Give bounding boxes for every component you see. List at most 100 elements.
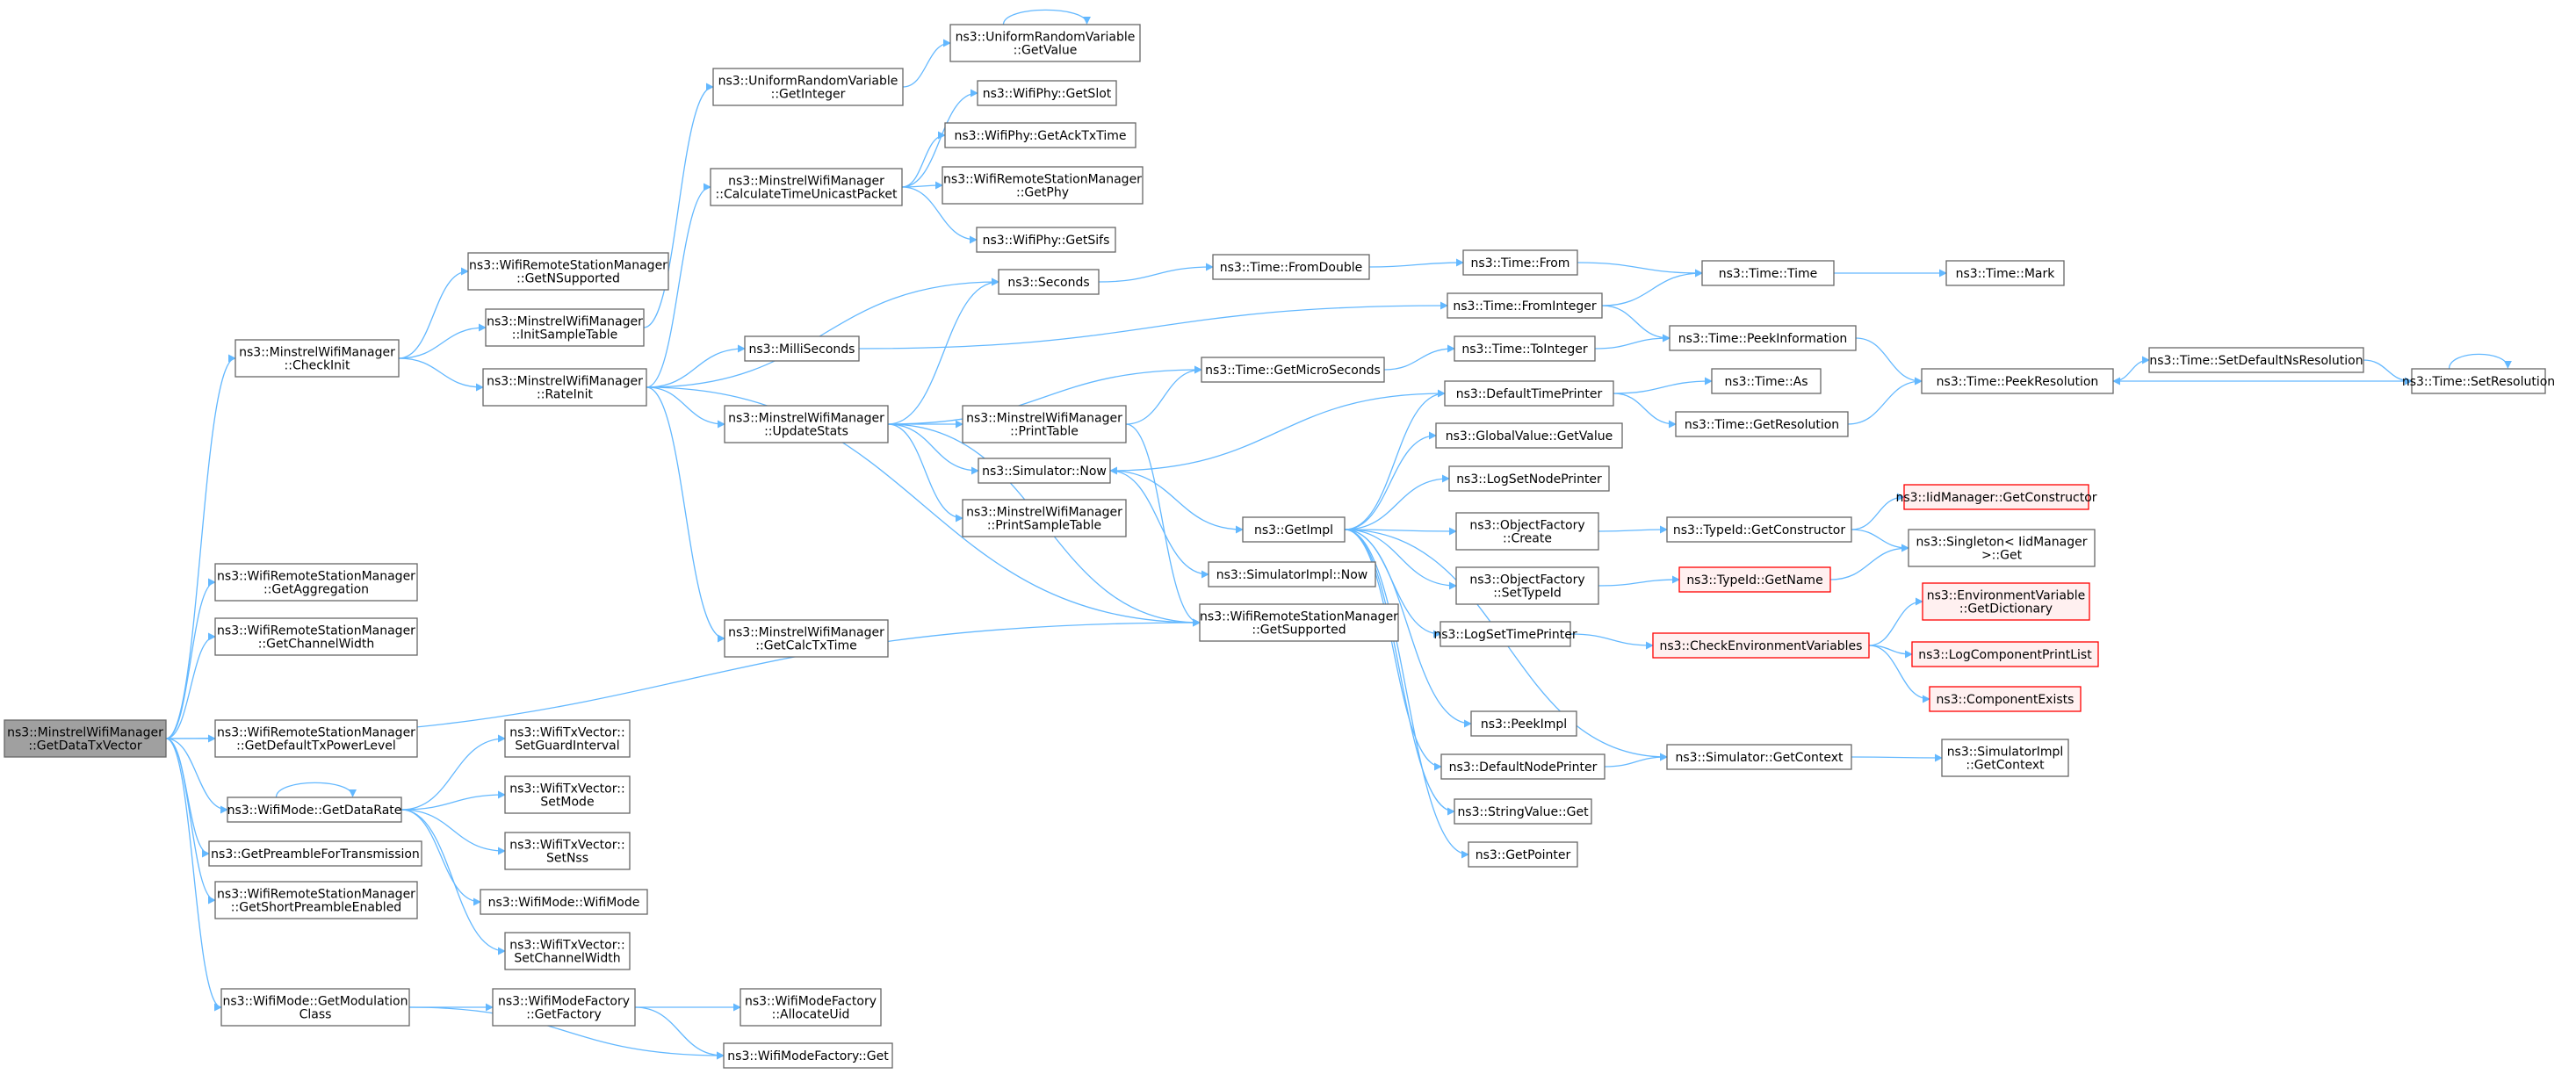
node-label: ns3::MinstrelWifiManager (728, 626, 884, 640)
node-millis[interactable]: ns3::MilliSeconds (744, 335, 860, 362)
node-getnsupp[interactable]: ns3::WifiRemoteStationManager::GetNSuppo… (467, 252, 669, 291)
node-typeidgetname[interactable]: ns3::TypeId::GetName (1678, 566, 1831, 593)
node-label: ns3::TypeId::GetName (1686, 573, 1822, 587)
node-getdeftxpow[interactable]: ns3::WifiRemoteStationManager::GetDefaul… (214, 719, 418, 758)
node-getshortpre[interactable]: ns3::WifiRemoteStationManager::GetShortP… (214, 881, 418, 919)
node-getsifs[interactable]: ns3::WifiPhy::GetSifs (976, 227, 1116, 253)
edge-arrow (1601, 305, 1670, 342)
node-label: ns3::MinstrelWifiManager (7, 726, 163, 740)
edge-checkenv-to-compexists (1868, 645, 1930, 703)
edge-millis-to-frominteger (858, 301, 1448, 350)
node-peekimpl[interactable]: ns3::PeekImpl (1470, 710, 1577, 737)
node-getaggr[interactable]: ns3::WifiRemoteStationManager::GetAggreg… (214, 563, 418, 602)
node-singletonget[interactable]: ns3::Singleton< IidManager >::Get (1908, 529, 2096, 567)
node-getchanw[interactable]: ns3::WifiRemoteStationManager::GetChanne… (214, 617, 418, 656)
node-strvalget[interactable]: ns3::StringValue::Get (1454, 798, 1592, 825)
node-seconds[interactable]: ns3::Seconds (998, 269, 1100, 295)
edge-peekres-to-setdefres (2112, 356, 2150, 382)
node-label: ns3::MinstrelWifiManager (966, 506, 1122, 520)
edge-arrow (1613, 377, 1713, 394)
node-frominteger[interactable]: ns3::Time::FromInteger (1447, 292, 1603, 319)
node-simimplnow[interactable]: ns3::SimulatorImpl::Now (1208, 561, 1376, 587)
node-gvgetvalue[interactable]: ns3::GlobalValue::GetValue (1435, 422, 1623, 449)
node-updstats[interactable]: ns3::MinstrelWifiManager::UpdateStats (724, 405, 889, 443)
node-printsample[interactable]: ns3::MinstrelWifiManager::PrintSampleTab… (962, 499, 1127, 537)
node-getslot[interactable]: ns3::WifiPhy::GetSlot (977, 80, 1117, 106)
node-peekinfo[interactable]: ns3::Time::PeekInformation (1669, 325, 1857, 351)
node-printtable[interactable]: ns3::MinstrelWifiManager::PrintTable (962, 405, 1127, 443)
node-wmfget[interactable]: ns3::WifiModeFactory::Get (723, 1042, 893, 1069)
node-root[interactable]: ns3::MinstrelWifiManager::GetDataTxVecto… (4, 719, 167, 758)
node-box (710, 168, 903, 206)
node-lognodeprinter[interactable]: ns3::LogSetNodePrinter (1448, 465, 1610, 492)
node-checkinit[interactable]: ns3::MinstrelWifiManager::CheckInit (235, 339, 400, 378)
node-setres[interactable]: ns3::Time::SetResolution (2402, 368, 2555, 394)
node-setdefres[interactable]: ns3::Time::SetDefaultNsResolution (2148, 347, 2364, 373)
node-compexists[interactable]: ns3::ComponentExists (1929, 686, 2082, 712)
edge-root-to-getmodclass (165, 738, 222, 1012)
node-getpreamble[interactable]: ns3::GetPreambleForTransmission (208, 840, 422, 867)
node-label: ns3::Time::As (1724, 375, 1808, 389)
node-box (942, 166, 1144, 205)
node-label: ns3::GetImpl (1254, 523, 1333, 537)
node-logcomplist[interactable]: ns3::LogComponentPrintList (1911, 641, 2099, 667)
node-simgetcontext[interactable]: ns3::Simulator::GetContext (1666, 744, 1852, 770)
node-iidgetctor[interactable]: ns3::IidManager::GetConstructor (1895, 484, 2097, 510)
node-defprinter[interactable]: ns3::DefaultTimePrinter (1444, 380, 1614, 407)
node-getphy[interactable]: ns3::WifiRemoteStationManager::GetPhy (942, 166, 1144, 205)
node-getdatarate[interactable]: ns3::WifiMode::GetDataRate (227, 796, 402, 823)
node-label: ::CalculateTimeUnicastPacket (716, 188, 898, 202)
node-timetime[interactable]: ns3::Time::Time (1701, 260, 1835, 286)
node-ofsettypeid[interactable]: ns3::ObjectFactory::SetTypeId (1455, 566, 1599, 605)
edge-root-to-getchanw (165, 632, 216, 739)
node-ofcreate[interactable]: ns3::ObjectFactory::Create (1455, 512, 1599, 551)
node-calctime[interactable]: ns3::MinstrelWifiManager::CalculateTimeU… (710, 168, 903, 206)
node-setmode[interactable]: ns3::WifiTxVector::SetMode (504, 775, 631, 814)
node-setguard[interactable]: ns3::WifiTxVector::SetGuardInterval (504, 719, 631, 758)
edge-arrow (1098, 263, 1214, 283)
node-peekres[interactable]: ns3::Time::PeekResolution (1921, 368, 2114, 394)
node-box (944, 122, 1136, 148)
node-timeas[interactable]: ns3::Time::As (1711, 368, 1822, 394)
node-timefrom[interactable]: ns3::Time::From (1462, 249, 1578, 276)
node-simnow[interactable]: ns3::Simulator::Now (978, 458, 1111, 484)
node-label: ns3::WifiPhy::GetAckTxTime (955, 129, 1127, 143)
node-logtimeprinter[interactable]: ns3::LogSetTimePrinter (1433, 621, 1577, 647)
node-wifimodector[interactable]: ns3::WifiMode::WifiMode (480, 889, 648, 915)
node-label: ::GetAggregation (263, 583, 369, 597)
node-urvgetval[interactable]: ns3::UniformRandomVariable::GetValue (949, 24, 1141, 62)
node-typeidgetctor[interactable]: ns3::TypeId::GetConstructor (1666, 516, 1852, 543)
node-getpointer[interactable]: ns3::GetPointer (1468, 841, 1578, 868)
node-label: ns3::ObjectFactory (1469, 519, 1584, 533)
node-defnodeprinter[interactable]: ns3::DefaultNodePrinter (1440, 753, 1605, 780)
node-label: ns3::WifiRemoteStationManager (943, 173, 1142, 187)
node-timemark[interactable]: ns3::Time::Mark (1945, 260, 2065, 286)
node-label: ns3::ObjectFactory (1469, 573, 1584, 587)
node-rateinit[interactable]: ns3::MinstrelWifiManager::RateInit (482, 368, 647, 407)
node-getsupported[interactable]: ns3::WifiRemoteStationManager::GetSuppor… (1199, 603, 1399, 642)
node-getmicro[interactable]: ns3::Time::GetMicroSeconds (1201, 357, 1385, 383)
node-label: ::GetShortPreambleEnabled (231, 901, 401, 915)
node-box (1652, 632, 1870, 659)
node-setnss[interactable]: ns3::WifiTxVector::SetNss (504, 832, 631, 870)
node-wmfalloc[interactable]: ns3::WifiModeFactory::AllocateUid (740, 988, 882, 1027)
edge-arrow (1851, 529, 1909, 552)
node-checkenv[interactable]: ns3::CheckEnvironmentVariables (1652, 632, 1870, 659)
node-wmfgetfactory[interactable]: ns3::WifiModeFactory::GetFactory (492, 988, 636, 1027)
node-label: SetNss (546, 852, 588, 866)
node-box (214, 719, 418, 758)
node-fromdouble[interactable]: ns3::Time::FromDouble (1212, 254, 1370, 280)
node-getacktx[interactable]: ns3::WifiPhy::GetAckTxTime (944, 122, 1136, 148)
node-tointeger[interactable]: ns3::Time::ToInteger (1454, 335, 1596, 362)
node-simimplctx[interactable]: ns3::SimulatorImpl::GetContext (1941, 739, 2069, 777)
edge-calctime-to-getslot (901, 89, 978, 188)
node-setchanw[interactable]: ns3::WifiTxVector::SetChannelWidth (504, 932, 631, 970)
node-getcalctx[interactable]: ns3::MinstrelWifiManager::GetCalcTxTime (724, 619, 889, 658)
node-envgetdict[interactable]: ns3::EnvironmentVariable::GetDictionary (1922, 582, 2090, 621)
node-urvgetint[interactable]: ns3::UniformRandomVariable::GetInteger (712, 68, 904, 106)
node-initsample[interactable]: ns3::MinstrelWifiManager::InitSampleTabl… (485, 308, 645, 347)
node-getresolution[interactable]: ns3::Time::GetResolution (1675, 411, 1849, 437)
node-getimpl[interactable]: ns3::GetImpl (1242, 516, 1346, 543)
node-label: SetMode (540, 796, 594, 810)
